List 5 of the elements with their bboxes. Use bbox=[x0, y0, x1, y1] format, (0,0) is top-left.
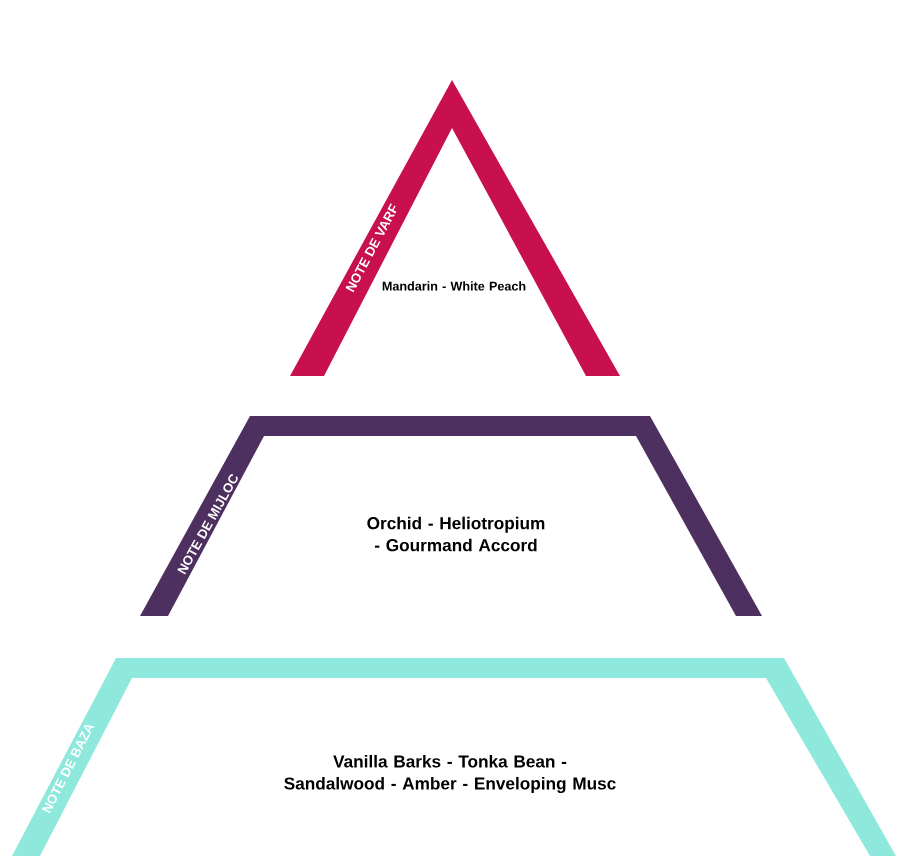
tier-text: Vanilla Barks - Tonka Bean - Sandalwood - Amber - Enveloping Musc bbox=[284, 754, 616, 794]
pyramid-tier bbox=[290, 80, 620, 376]
pyramid-tier bbox=[12, 658, 896, 856]
tier-text: Orchid - Heliotropium - Gourmand Accord bbox=[367, 516, 545, 552]
pyramid-tier bbox=[140, 416, 762, 616]
